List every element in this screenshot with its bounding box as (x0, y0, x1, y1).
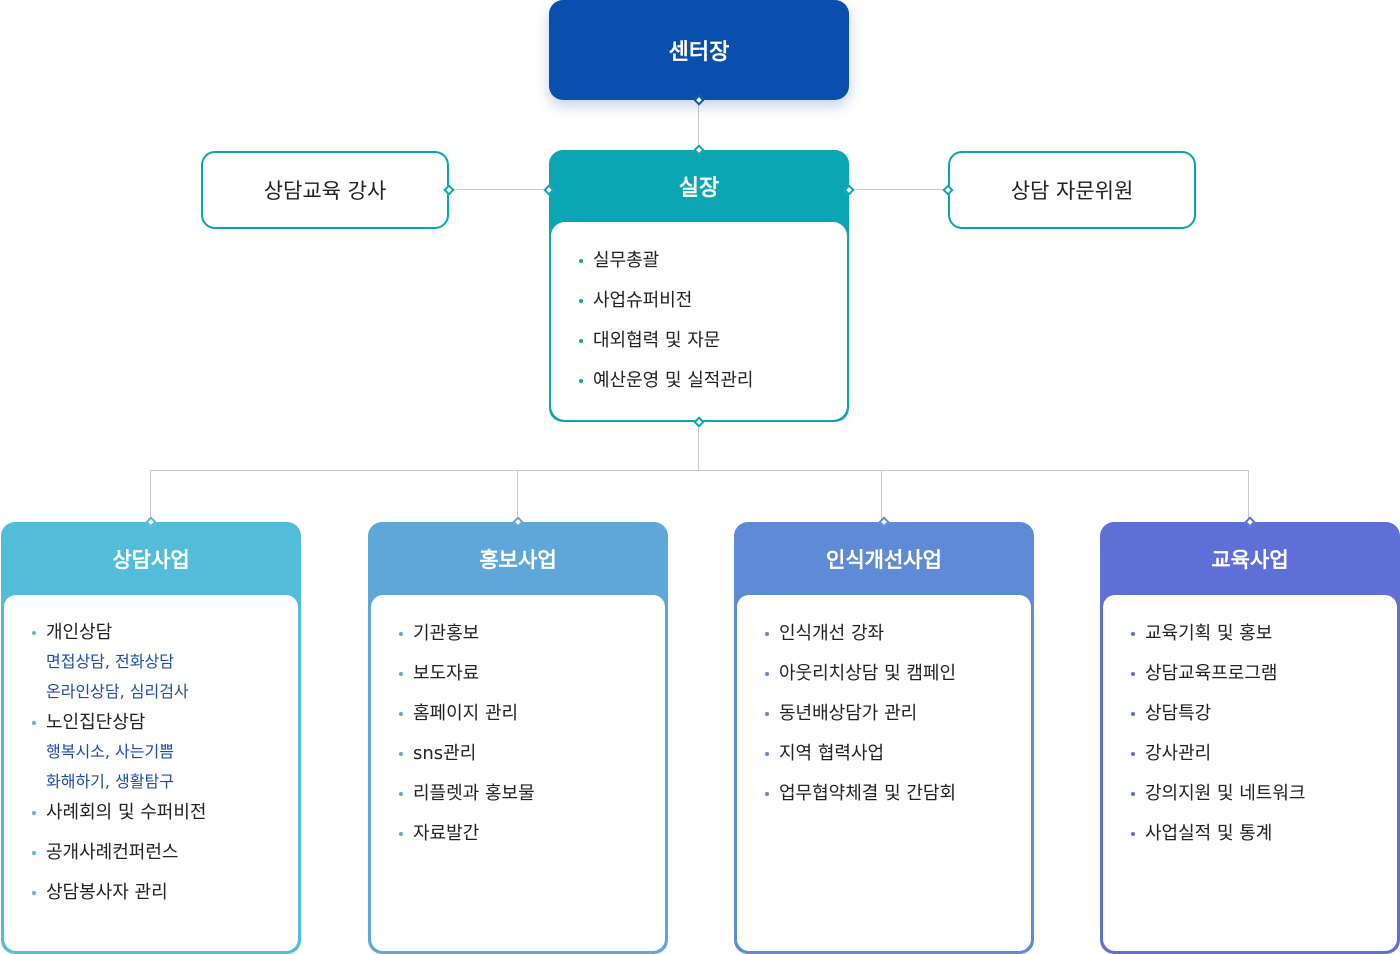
department-header: 홍보사업 (368, 522, 668, 596)
task-label: 동년배상담가 관리 (779, 703, 918, 724)
department-task-item: 인식개선 강좌 (765, 623, 1031, 645)
department-task-item: 강사관리 (1131, 743, 1397, 765)
chief-duty-item: 실무총괄 (579, 250, 847, 272)
department-task-item: sns관리 (399, 743, 665, 765)
chief-title: 실장 (678, 176, 720, 201)
task-label: 홈페이지 관리 (413, 703, 519, 724)
task-sub-item: 온라인상담, 심리검사 (46, 682, 189, 701)
department-header: 인식개선사업 (734, 522, 1034, 596)
task-label: 사업실적 및 통계 (1145, 823, 1273, 844)
chief-duty-item: 대외협력 및 자문 (579, 330, 847, 352)
task-sub-item: 행복시소, 사는기쁨 (46, 742, 174, 761)
department-task-item: 홈페이지 관리 (399, 703, 665, 725)
department-task-item: 강의지원 및 네트워크 (1131, 783, 1397, 805)
department-title: 홍보사업 (479, 548, 557, 572)
task-label: 상담교육프로그램 (1145, 663, 1278, 684)
department-task-item: 리플렛과 홍보물 (399, 783, 665, 805)
department-task-item: 공개사례컨퍼런스 (32, 842, 298, 864)
connector-dept-1 (150, 470, 151, 522)
department-title: 인식개선사업 (826, 548, 942, 572)
department-task-item: 자료발간 (399, 823, 665, 845)
department-task-item: 상담특강 (1131, 703, 1397, 725)
task-label: 보도자료 (413, 663, 480, 684)
department-title: 교육사업 (1211, 548, 1289, 572)
task-label: 교육기획 및 홍보 (1145, 623, 1273, 644)
task-label: 강의지원 및 네트워크 (1145, 783, 1306, 804)
connector-left (449, 189, 549, 190)
department-task-item: 교육기획 및 홍보 (1131, 623, 1397, 645)
chief-header: 실장 (549, 150, 849, 222)
task-label: 공개사례컨퍼런스 (46, 842, 179, 863)
chief-duty-item: 사업슈퍼비전 (579, 290, 847, 312)
advisor-label: 상담 자문위원 (1010, 179, 1134, 203)
connector-dept-4 (1248, 470, 1249, 522)
task-label: 상담봉사자 관리 (46, 882, 168, 903)
lecturer-label: 상담교육 강사 (263, 179, 387, 203)
department-header: 교육사업 (1100, 522, 1400, 596)
lecturer-box: 상담교육 강사 (201, 151, 449, 229)
task-label: 상담특강 (1145, 703, 1212, 724)
task-label: 리플렛과 홍보물 (413, 783, 535, 804)
department-task-item: 기관홍보 (399, 623, 665, 645)
connector-chief-down (698, 422, 699, 471)
task-label: 기관홍보 (413, 623, 480, 644)
department-task-item: 동년배상담가 관리 (765, 703, 1031, 725)
department-task-item: 지역 협력사업 (765, 743, 1031, 765)
task-label: 강사관리 (1145, 743, 1212, 764)
task-label: 노인집단상담 (46, 712, 146, 733)
task-label: sns관리 (413, 743, 477, 764)
task-label: 개인상담 (46, 622, 113, 643)
director-title: 센터장 (668, 40, 730, 65)
task-label: 아웃리치상담 및 캠페인 (779, 663, 957, 684)
department-task-item: 사업실적 및 통계 (1131, 823, 1397, 845)
department-title: 상담사업 (112, 548, 190, 572)
director-box: 센터장 (549, 0, 849, 100)
department-task-item: 사례회의 및 수퍼비전 (32, 802, 298, 824)
department-header: 상담사업 (1, 522, 301, 596)
task-sub-item: 면접상담, 전화상담 (46, 652, 174, 671)
chief-duty-item: 예산운영 및 실적관리 (579, 370, 847, 392)
department-task-item: 보도자료 (399, 663, 665, 685)
task-sub-item: 화해하기, 생활탐구 (46, 772, 174, 791)
connector-dept-2 (517, 470, 518, 522)
task-label: 업무협약체결 및 간담회 (779, 783, 957, 804)
department-task-item: 업무협약체결 및 간담회 (765, 783, 1031, 805)
task-label: 사례회의 및 수퍼비전 (46, 802, 207, 823)
department-task-item: 상담봉사자 관리 (32, 882, 298, 904)
department-task-item: 상담교육프로그램 (1131, 663, 1397, 685)
connector-dept-3 (881, 470, 882, 522)
connector-director-chief (698, 100, 699, 150)
advisor-box: 상담 자문위원 (948, 151, 1196, 229)
task-label: 인식개선 강좌 (779, 623, 885, 644)
connector-horizontal-bus (150, 470, 1249, 471)
connector-right (849, 189, 948, 190)
department-task-item: 아웃리치상담 및 캠페인 (765, 663, 1031, 685)
task-label: 자료발간 (413, 823, 480, 844)
task-label: 지역 협력사업 (779, 743, 885, 764)
